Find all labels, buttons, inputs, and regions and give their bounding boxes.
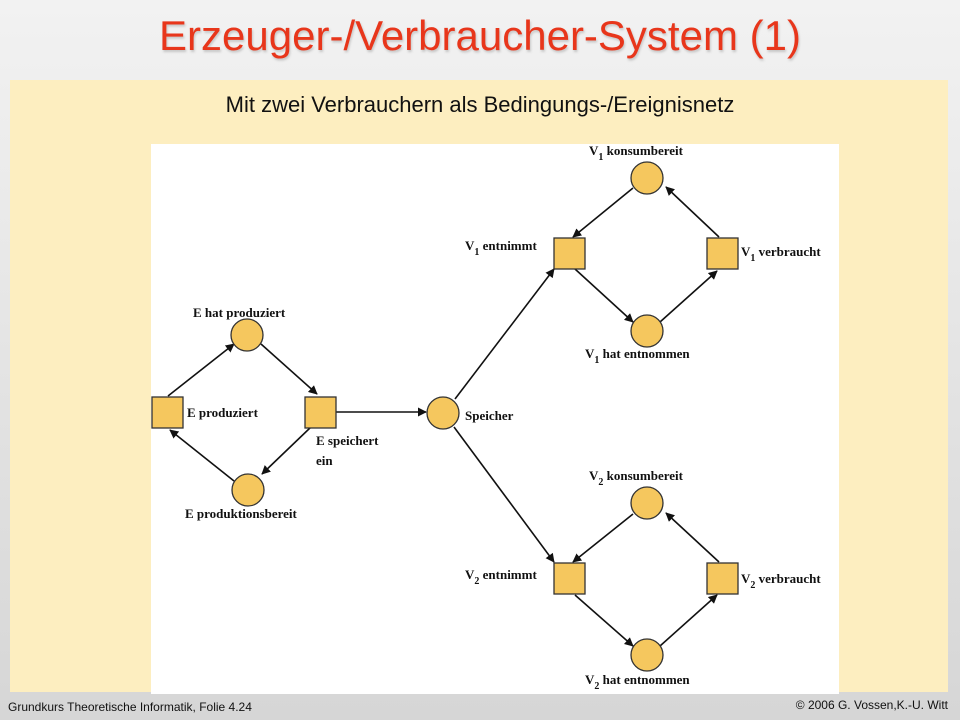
label-e-hat-produziert: E hat produziert — [193, 305, 286, 320]
place-v2-hat-entnommen — [630, 638, 664, 672]
place-v2-konsumbereit — [630, 486, 664, 520]
label-v2-entnimmt: V2 entnimmt — [465, 567, 537, 587]
label-e-produziert: E produziert — [187, 405, 259, 420]
arc-v1-entnimmt-to-v1-entnommen — [574, 268, 634, 323]
arc-speicher-to-v2-entnimmt — [453, 426, 555, 563]
transition-v2-entnimmt — [553, 562, 586, 595]
footer-course-info: Grundkurs Theoretische Informatik, Folie… — [8, 700, 252, 714]
label-e-speichert-line2: ein — [316, 453, 333, 468]
label-v2-hat-entnommen: V2 hat entnommen — [585, 672, 690, 692]
transition-v1-verbraucht — [706, 237, 739, 270]
place-speicher — [426, 396, 460, 430]
arc-v2-konsum-to-v2-entnimmt — [572, 513, 634, 563]
arc-v2-entnimmt-to-v2-entnommen — [574, 594, 634, 647]
diagram-background — [151, 144, 839, 694]
label-v1-verbraucht: V1 verbraucht — [741, 244, 821, 264]
place-e-hat-produziert — [230, 318, 264, 352]
slide-subtitle: Mit zwei Verbrauchern als Bedingungs-/Er… — [225, 92, 735, 117]
label-e-speichert-line1: E speichert — [316, 433, 379, 448]
label-e-produktionsbereit: E produktionsbereit — [185, 506, 298, 521]
arc-e-bereit-to-e-produziert — [169, 429, 235, 482]
petri-net-diagram: E hat produziert E produziert E speicher… — [151, 144, 839, 694]
arc-v2-entnommen-to-v2-verbraucht — [659, 594, 718, 647]
arc-e-speichert-to-e-bereit — [261, 426, 312, 475]
place-v1-hat-entnommen — [630, 314, 664, 348]
label-v1-konsumbereit: V1 konsumbereit — [589, 144, 684, 163]
label-v1-hat-entnommen: V1 hat entnommen — [585, 346, 690, 366]
arc-e-produziert-to-e-hat-produziert — [167, 343, 235, 397]
label-v1-entnimmt: V1 entnimmt — [465, 238, 537, 258]
transition-e-speichert-ein — [304, 396, 337, 429]
arc-v2-verbraucht-to-v2-konsum — [665, 512, 720, 563]
arc-v1-konsum-to-v1-entnimmt — [572, 187, 634, 238]
place-e-produktionsbereit — [231, 473, 265, 507]
footer-copyright: © 2006 G. Vossen,K.-U. Witt — [795, 698, 948, 712]
slide-title: Erzeuger-/Verbraucher-System (1) — [159, 12, 801, 59]
transition-v1-entnimmt — [553, 237, 586, 270]
transition-e-produziert — [151, 396, 184, 429]
label-speicher: Speicher — [465, 408, 514, 423]
arc-speicher-to-v1-entnimmt — [454, 268, 555, 400]
arc-v1-entnommen-to-v1-verbraucht — [659, 270, 718, 323]
arc-e-hat-produziert-to-e-speichert — [260, 343, 318, 395]
label-v2-konsumbereit: V2 konsumbereit — [589, 468, 684, 488]
transition-v2-verbraucht — [706, 562, 739, 595]
label-v2-verbraucht: V2 verbraucht — [741, 571, 821, 591]
place-v1-konsumbereit — [630, 161, 664, 195]
arc-v1-verbraucht-to-v1-konsum — [665, 186, 720, 238]
